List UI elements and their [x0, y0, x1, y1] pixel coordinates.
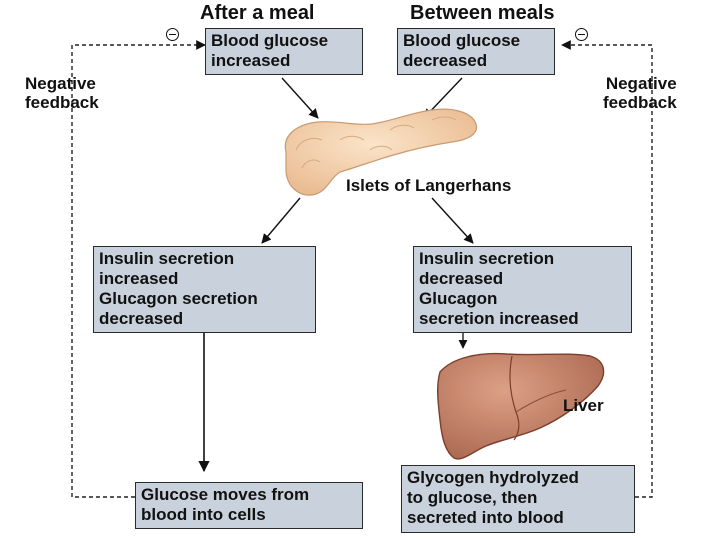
box-glycogen-hydrolyzed: Glycogen hydrolyzed to glucose, then sec… — [401, 465, 635, 533]
box-insulin-decreased: Insulin secretion decreased Glucagon sec… — [413, 246, 632, 333]
arrow-increased-to-pancreas — [281, 77, 319, 119]
liver-illustration — [437, 352, 605, 460]
label-islets-of-langerhans: Islets of Langerhans — [346, 176, 512, 195]
label-liver: Liver — [563, 396, 604, 415]
box-blood-glucose-increased: Blood glucose increased — [205, 28, 363, 75]
box-glucose-into-cells: Glucose moves from blood into cells — [135, 482, 363, 529]
label-negative-feedback-left: Negative feedback — [25, 74, 99, 112]
minus-icon-right — [575, 28, 588, 41]
label-negative-feedback-right: Negative feedback — [603, 74, 677, 112]
feedback-loop-right — [561, 40, 653, 498]
heading-between-meals: Between meals — [410, 2, 555, 24]
arrow-pancreas-to-insulin-increased — [261, 197, 301, 244]
heading-after-meal: After a meal — [200, 2, 315, 24]
box-blood-glucose-decreased: Blood glucose decreased — [397, 28, 555, 75]
box-insulin-increased: Insulin secretion increased Glucagon sec… — [93, 246, 316, 333]
arrow-pancreas-to-insulin-decreased — [431, 197, 474, 244]
pancreas-illustration — [284, 108, 478, 196]
minus-icon-left — [166, 28, 179, 41]
feedback-loop-left — [71, 40, 206, 498]
